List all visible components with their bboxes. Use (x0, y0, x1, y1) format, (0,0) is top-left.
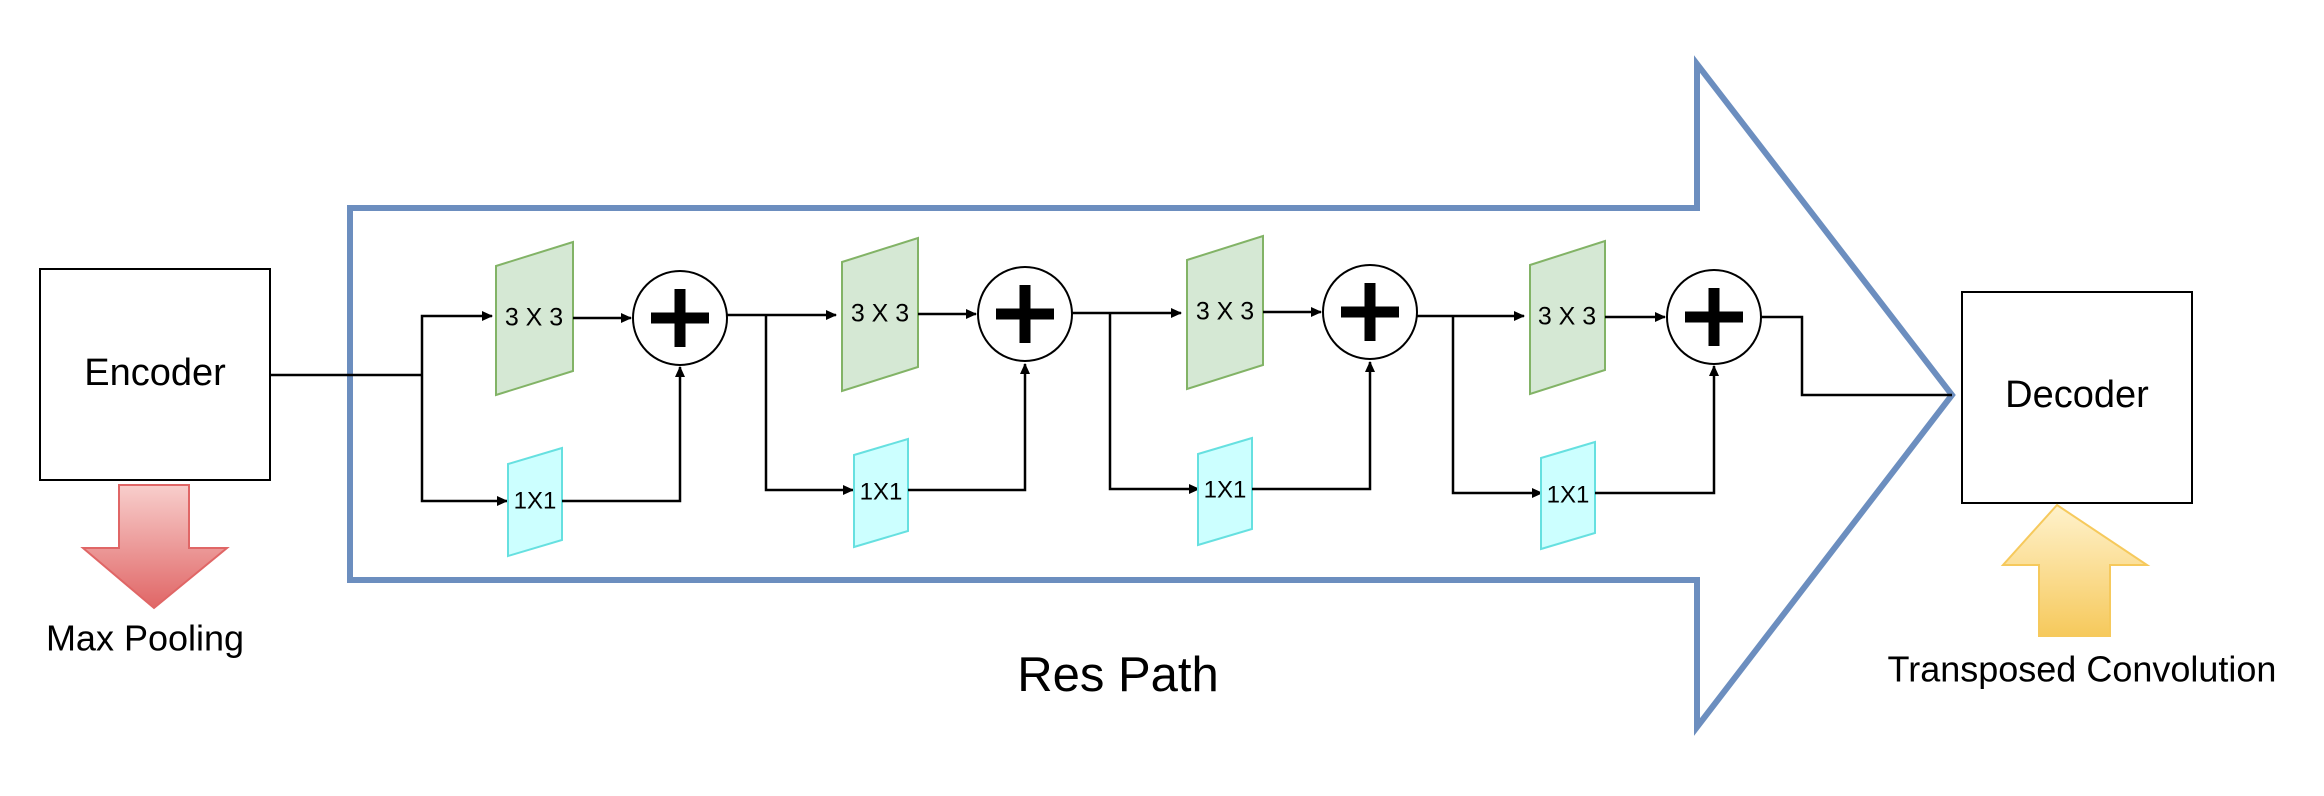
conv3x3-label: 3 X 3 (1196, 298, 1254, 326)
conv1x1-block (507, 446, 563, 558)
conv3x3-block (841, 236, 919, 393)
encoder-label: Encoder (84, 352, 226, 394)
conv1x1-label: 1X1 (514, 487, 557, 514)
res-path-output-line (1761, 315, 1952, 397)
conv1-to-add-line (1252, 361, 1375, 491)
shortcut-to-conv1-line (420, 375, 508, 506)
res-path-arrow (347, 55, 1956, 736)
conv3x3-label: 3 X 3 (1538, 303, 1596, 331)
conv1-to-add-line (908, 363, 1030, 492)
conv3x3-block (1186, 234, 1264, 391)
shortcut-to-conv1-line (1451, 316, 1543, 498)
decoder-label: Decoder (2005, 374, 2149, 416)
max-pooling-arrow-icon (80, 484, 230, 610)
conv1x1-label: 1X1 (860, 478, 903, 505)
res-block-3: 3 X 3 1X1 (1072, 234, 1418, 547)
res-block-2: 3 X 3 1X1 (727, 236, 1073, 549)
conv3x3-block (495, 240, 574, 397)
conv3x3-label: 3 X 3 (505, 304, 563, 332)
shortcut-to-conv3-line (420, 311, 493, 375)
conv1x1-block (1540, 440, 1596, 551)
shortcut-to-conv1-line (1108, 313, 1200, 494)
conv1-to-add-line (1595, 365, 1719, 495)
conv3x3-label: 3 X 3 (851, 300, 909, 328)
conv1x1-label: 1X1 (1204, 476, 1247, 503)
conv1-to-add-line (562, 366, 685, 503)
shortcut-to-conv1-line (764, 315, 854, 495)
conv3x3-block (1529, 239, 1606, 396)
conv1x1-block (1197, 436, 1253, 547)
decoder-box (1961, 291, 2193, 504)
conv1x1-block (853, 437, 909, 549)
res-block-4: 3 X 3 1X1 (1417, 239, 1762, 551)
transposed-convolution-arrow-icon (2000, 503, 2151, 637)
encoder-box (39, 268, 271, 481)
max-pooling-label: Max Pooling (46, 618, 244, 659)
conv1x1-label: 1X1 (1547, 481, 1590, 508)
transposed-convolution-label: Transposed Convolution (1888, 649, 2277, 690)
res-path-title: Res Path (1017, 648, 1219, 702)
res-block-1: 3 X 3 1X1 (420, 240, 728, 558)
